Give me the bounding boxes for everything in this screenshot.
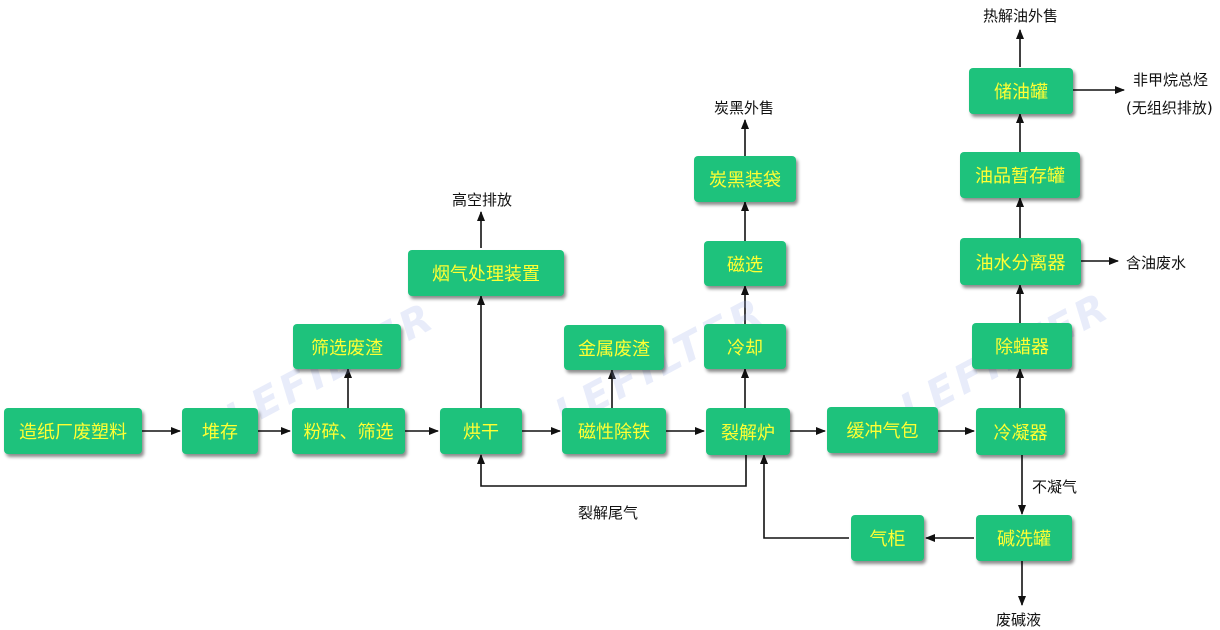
node-dewaxer: 除蜡器 xyxy=(972,323,1072,369)
label-waste-alkali: 废碱液 xyxy=(996,611,1042,629)
node-gas-holder: 气柜 xyxy=(851,515,924,561)
node-alkali-wash-tank: 碱洗罐 xyxy=(976,515,1072,561)
label-pyrolysis-tail-gas: 裂解尾气 xyxy=(578,504,639,522)
label-nmhc-unorganized: (无组织排放) xyxy=(1126,99,1213,117)
node-screen-residue: 筛选废渣 xyxy=(293,324,401,369)
node-cooling: 冷却 xyxy=(704,324,786,369)
node-crush-screen: 粉碎、筛选 xyxy=(292,408,405,454)
node-magnetic-separation: 磁选 xyxy=(704,241,786,286)
node-carbon-black-bagging: 炭黑装袋 xyxy=(694,156,796,202)
label-pyrolysis-oil-sale: 热解油外售 xyxy=(983,7,1059,25)
node-paper-waste-plastic: 造纸厂废塑料 xyxy=(4,408,142,454)
label-nmhc: 非甲烷总烃 xyxy=(1133,71,1209,89)
label-non-condensable-gas: 不凝气 xyxy=(1032,478,1078,496)
node-metal-residue: 金属废渣 xyxy=(564,325,664,370)
node-flue-gas-treatment: 烟气处理装置 xyxy=(408,250,564,296)
arrow-gasholder-to-furnace xyxy=(760,454,849,539)
label-high-altitude-emission: 高空排放 xyxy=(452,191,513,209)
node-condenser: 冷凝器 xyxy=(976,408,1065,455)
label-carbon-black-sale: 炭黑外售 xyxy=(714,99,775,117)
node-pyrolysis-furnace: 裂解炉 xyxy=(706,408,790,455)
node-oil-temp-tank: 油品暂存罐 xyxy=(960,152,1080,198)
node-oil-storage-tank: 储油罐 xyxy=(969,68,1073,114)
node-buffer-bag: 缓冲气包 xyxy=(827,407,938,453)
node-oil-water-separator: 油水分离器 xyxy=(960,238,1081,285)
node-magnetic-iron-removal: 磁性除铁 xyxy=(562,408,666,454)
node-stockpile: 堆存 xyxy=(182,408,258,454)
arrow-tailgas-to-dryer xyxy=(477,454,747,487)
label-oily-wastewater: 含油废水 xyxy=(1126,254,1187,272)
node-drying: 烘干 xyxy=(440,408,522,454)
